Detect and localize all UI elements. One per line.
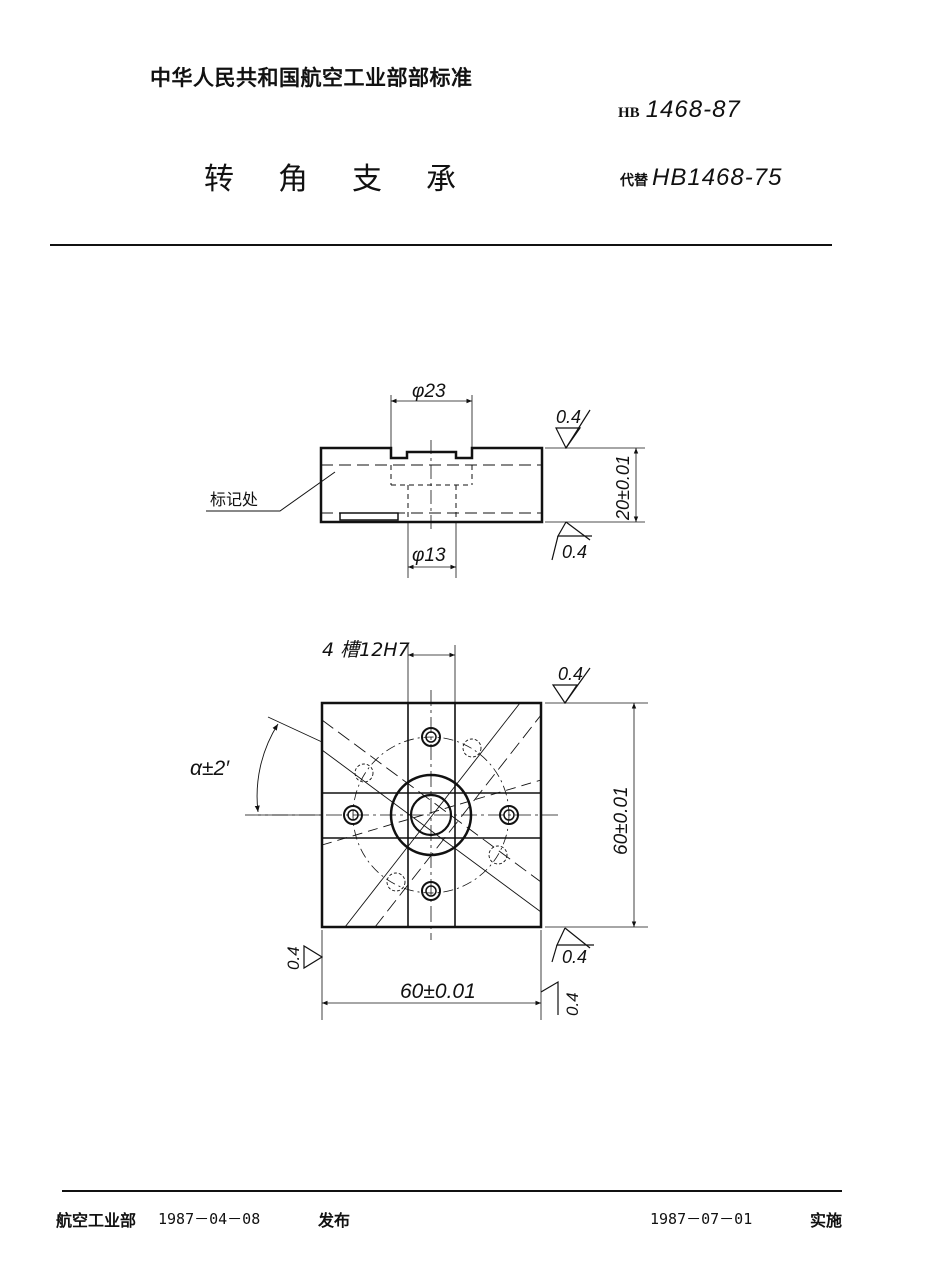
side-roughness-bottom-value: 0.4: [562, 542, 587, 562]
replaces-number: HB1468-75: [652, 164, 783, 191]
footer-issuer: 航空工业部: [56, 1211, 137, 1230]
footer-effective-date: 1987－07－01: [650, 1210, 753, 1228]
document-title: 转角支承: [204, 162, 500, 197]
standard-number-value: 1468-87: [645, 96, 741, 123]
plan-slot-label: 4 槽12H7: [322, 639, 410, 661]
header-rule: [50, 244, 832, 246]
plan-dim-height: 60±0.01: [611, 786, 632, 855]
side-view-outline: [319, 446, 544, 524]
marking-area: [339, 512, 399, 521]
footer-rule: [62, 1190, 842, 1192]
hole-right: [499, 805, 519, 825]
standard-number: HB 1468-87: [618, 96, 741, 124]
plan-roughness-right-value: 0.4: [563, 992, 582, 1016]
replaces-label: 代替: [620, 173, 648, 189]
hole-top: [421, 727, 441, 747]
issuing-organization: 中华人民共和国航空工业部部标准: [150, 66, 473, 90]
plan-dim-width: 60±0.01: [400, 980, 476, 1003]
hole-bottom: [421, 881, 441, 901]
plan-roughness-left-value: 0.4: [284, 946, 303, 970]
side-roughness-top-value: 0.4: [556, 407, 581, 427]
plan-roughness-top-value: 0.4: [558, 664, 583, 684]
footer-issue-date: 1987－04－08: [158, 1210, 261, 1228]
plan-angle-label: α±2′: [190, 757, 230, 780]
marking-label: 标记处: [210, 490, 258, 509]
side-view: [206, 395, 645, 578]
side-dim-bottom-diameter: φ13: [412, 545, 446, 566]
footer-effective-label: 实施: [810, 1211, 843, 1230]
side-dim-height: 20±0.01: [613, 455, 633, 521]
plan-roughness-bottom-value: 0.4: [562, 947, 587, 967]
standard-prefix: HB: [618, 105, 640, 121]
hole-left: [343, 805, 363, 825]
footer-issue-label: 发布: [318, 1211, 351, 1230]
plan-view: [245, 645, 648, 1020]
side-dim-top-diameter: φ23: [412, 381, 446, 402]
